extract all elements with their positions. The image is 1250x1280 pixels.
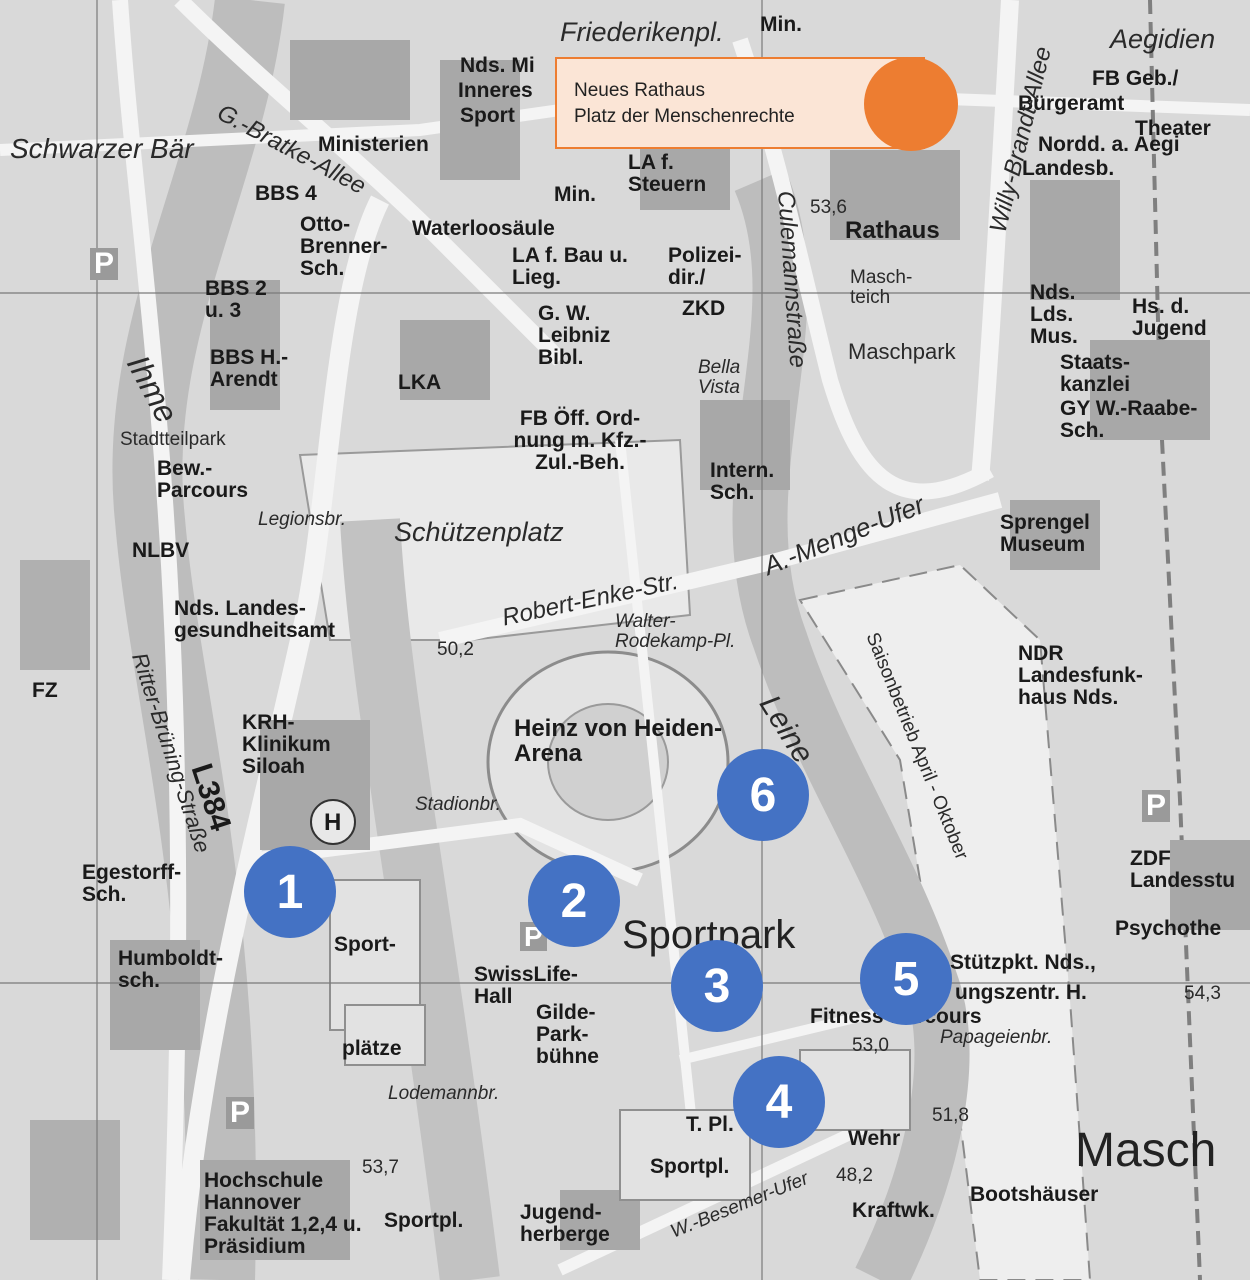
label-rathaus: Rathaus (845, 217, 940, 244)
label-humboldt: Humboldt-sch. (118, 947, 223, 993)
label-gy-raabe: GY W.-Raabe-Sch. (1060, 397, 1198, 443)
label-walter-rodekamp: Walter-Rodekamp-Pl. (615, 611, 736, 652)
callout-title: Neues Rathaus (574, 80, 705, 101)
label-kraftwk: Kraftwk. (852, 1199, 935, 1222)
callout-neues-rathaus: Neues Rathaus Platz der Menschenrechte (555, 57, 925, 149)
label-bootshaeuser: Bootshäuser (970, 1183, 1099, 1206)
label-masch-big: Masch (1075, 1124, 1217, 1177)
label-zdf: ZDF Landesstu (1130, 847, 1236, 893)
parking-icon: P (226, 1097, 255, 1129)
label-polizeidir: Polizei-dir./ (668, 244, 742, 290)
label-waterloosaeule: Waterloosäule (412, 217, 555, 240)
label-buergeramt: Bürgeramt (1018, 92, 1125, 115)
label-heinz-arena: Heinz von Heiden-Arena (514, 715, 723, 768)
label-lka: LKA (398, 371, 442, 394)
label-schwarzer-bar: Schwarzer Bär (10, 133, 194, 164)
label-maschpark: Maschpark (848, 339, 956, 364)
label-stuetzpkt: Stützpkt. Nds., (950, 951, 1096, 974)
label-hochschule: Hochschule Hannover Fakultät 1,2,4 u. Pr… (204, 1169, 362, 1259)
elevation-label: 51,8 (932, 1105, 969, 1126)
label-ministerien: Ministerien (318, 133, 429, 156)
label-papageienbr: Papageienbr. (940, 1027, 1053, 1048)
label-maschteich: Masch-teich (850, 267, 913, 308)
label-stadtteilpark: Stadtteilpark (120, 429, 226, 450)
marker-3[interactable]: 3 (671, 940, 763, 1032)
label-sport-fields-bottom: plätze (342, 1037, 402, 1060)
elevation-label: 53,0 (852, 1035, 889, 1056)
label-legionsbr: Legionsbr. (258, 509, 347, 530)
label-egestorff: Egestorff-Sch. (82, 861, 182, 907)
label-hs-jugend: Hs. d. Jugend (1132, 295, 1207, 341)
marker-6[interactable]: 6 (717, 749, 809, 841)
label-la-steuern: LA f. Steuern (628, 151, 707, 197)
label-psychothe: Psychothe (1115, 917, 1222, 940)
label-nlbv: NLBV (132, 539, 190, 562)
label-sprengel: Sprengel Museum (1000, 511, 1090, 557)
label-gilde-park: Gilde-Park-bühne (536, 1001, 599, 1069)
elevation-label: 54,3 (1184, 983, 1221, 1004)
parking-icon: P (90, 248, 119, 280)
elevation-label: 53,6 (810, 197, 847, 218)
location-dot-icon[interactable] (864, 57, 958, 151)
label-sport-fields-top: Sport- (334, 933, 396, 956)
parking-icon: P (1142, 790, 1171, 822)
label-nordd: Nordd. a. Aegi (1038, 133, 1180, 156)
label-nds-landesgesundheitsamt: Nds. Landes-gesundheitsamt (174, 597, 336, 643)
label-fb-oeff: FB Öff. Ord-nung m. Kfz.-Zul.-Beh. (513, 407, 647, 475)
label-otto-brenner: Otto-Brenner-Sch. (300, 213, 388, 281)
label-fb-geb: FB Geb./ (1092, 67, 1179, 90)
marker-5[interactable]: 5 (860, 933, 952, 1025)
label-gw-leibniz: G. W. Leibniz Bibl. (538, 302, 611, 370)
label-stadionbr: Stadionbr. (415, 794, 501, 815)
label-laf-bau: LA f. Bau u. Lieg. (512, 244, 628, 290)
label-bbs4: BBS 4 (255, 182, 317, 205)
label-t-pl: T. Pl. (686, 1113, 734, 1136)
label-nds-lds-mus: Nds. Lds. Mus. (1030, 281, 1078, 349)
elevation-label: 48,2 (836, 1165, 873, 1186)
label-intern-sch: Intern. Sch. (710, 459, 775, 505)
label-sportpl-bottom: Sportpl. (384, 1209, 464, 1232)
elevation-label: 50,2 (437, 639, 474, 660)
helipad-icon: H (324, 809, 342, 836)
label-wehr: Wehr (848, 1127, 901, 1150)
marker-4[interactable]: 4 (733, 1056, 825, 1148)
marker-1[interactable]: 1 (244, 846, 336, 938)
label-aegidien: Aegidien (1110, 24, 1216, 54)
label-schuetzenplatz: Schützenplatz (394, 517, 564, 547)
elevation-label: 53,7 (362, 1157, 399, 1178)
label-fz: FZ (32, 679, 58, 702)
label-staatskanzlei: Staats-kanzlei (1060, 351, 1131, 397)
label-jugendherberge: Jugend-herberge (520, 1201, 610, 1247)
label-bella-vista: Bella Vista (698, 357, 741, 398)
label-krh-siloah: KRH-Klinikum Siloah (242, 711, 331, 779)
label-lodemannbr: Lodemannbr. (388, 1083, 500, 1104)
label-theater: Theater (1135, 117, 1211, 140)
label-sportpl-mid: Sportpl. (650, 1155, 730, 1178)
label-min-mid: Min. (554, 183, 596, 206)
label-friederikenpl: Friederikenpl. (560, 17, 724, 47)
label-landesb: Landesb. (1022, 157, 1115, 180)
label-bbs-arendt: BBS H.-Arendt (210, 346, 289, 392)
callout-subtitle: Platz der Menschenrechte (574, 106, 795, 127)
label-inneres: Inneres (458, 79, 533, 102)
label-ndr: NDR Landesfunk-haus Nds. (1018, 642, 1143, 710)
label-nds-mi: Nds. Mi (460, 54, 535, 77)
label-sport-top: Sport (460, 104, 515, 127)
label-swisslife: SwissLife-Hall (474, 963, 578, 1009)
marker-2[interactable]: 2 (528, 855, 620, 947)
label-min-top: Min. (760, 13, 802, 36)
label-zkd: ZKD (682, 297, 726, 320)
label-leistungszentr: ungszentr. H. (955, 981, 1087, 1004)
label-bbs2: BBS 2 u. 3 (205, 277, 267, 323)
label-bew-parcours: Bew.-Parcours (157, 457, 249, 503)
